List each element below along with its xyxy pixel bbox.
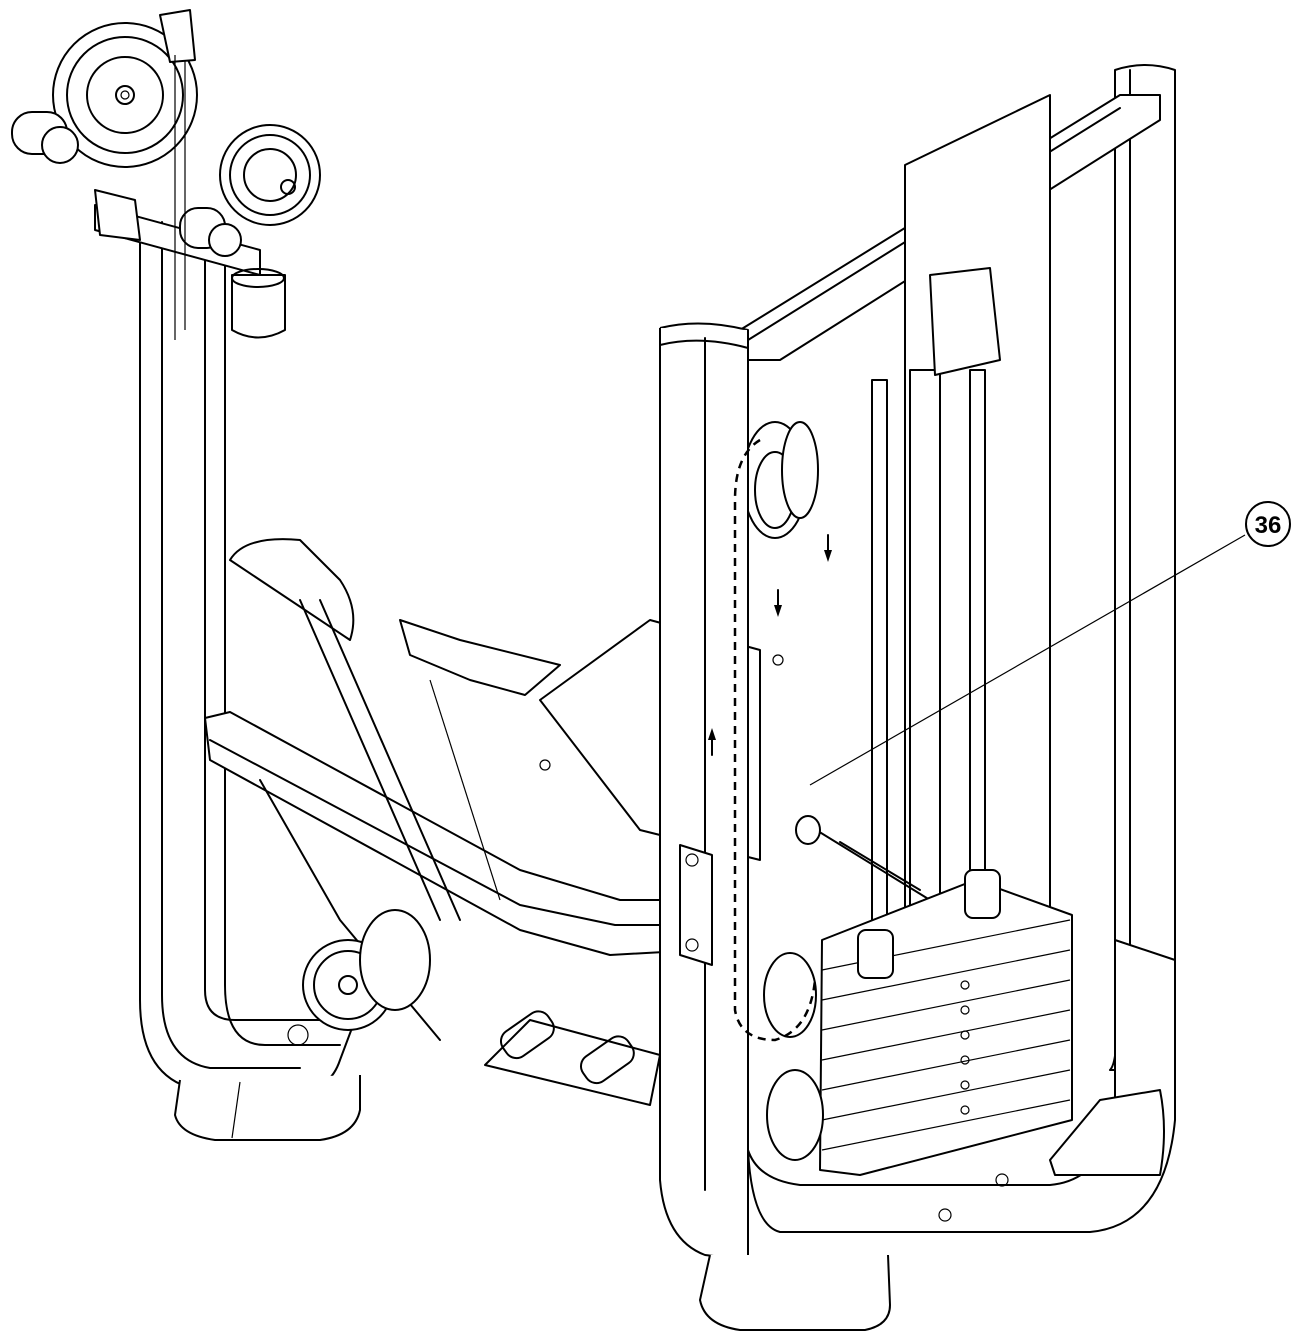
callout-number: 36 [1255, 512, 1282, 539]
upper-pulley-arm [11, 9, 321, 340]
left-upright-frame [139, 219, 361, 1141]
weight-stack-tower [739, 64, 1176, 1176]
callout-circle [1245, 501, 1291, 547]
front-right-post [659, 322, 1176, 1331]
leader-line [809, 534, 1246, 786]
callout-36: 36 [809, 501, 1291, 786]
cable-route-highlight [733, 438, 817, 1042]
